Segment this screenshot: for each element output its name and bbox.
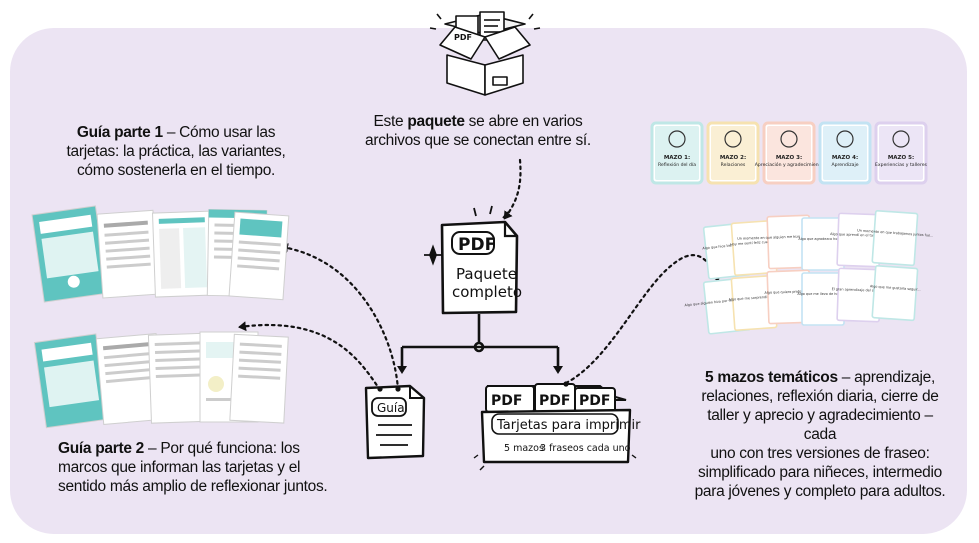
- arrow-text-to-package: [503, 158, 522, 220]
- magnifier-icon: [836, 130, 854, 148]
- deck-cover-subtitle-4: Aprendizaje: [831, 162, 858, 168]
- leaf-icon: [780, 130, 798, 148]
- guide1-text: Guía parte 1 – Cómo usar las tarjetas: l…: [60, 123, 292, 180]
- deck-cover-title-4: MAZO 4:: [832, 155, 858, 161]
- deck-cover-subtitle-1: Reflexión del día: [658, 161, 696, 168]
- box-pdf-label: PDF: [454, 33, 472, 42]
- sample-card: Algo que me llevo de hoy es...: [797, 272, 849, 326]
- decks-line6: para jóvenes y completo para adultos.: [694, 483, 946, 500]
- sample-cards: Algo que hice bien hoy fue...Hoy me sent…: [684, 210, 933, 335]
- sample-card-text: Algo que hice bien hoy fue...: [702, 241, 751, 250]
- guide2-pages: [33, 331, 289, 429]
- deck-cover-1: MAZO 1:Reflexión del día: [650, 121, 704, 185]
- guide1-line2: tarjetas: la práctica, las variantes,: [66, 143, 286, 160]
- arrow-guide-to-guide2: [238, 321, 382, 392]
- decks-line4: uno con tres versiones de fraseo:: [710, 445, 930, 462]
- guide2-text: Guía parte 2 – Por qué funciona: los mar…: [58, 439, 328, 496]
- deck-cover-3: MAZO 3:Apreciación y agradecimiento: [755, 121, 824, 185]
- deck-cover-subtitle-2: Relaciones: [721, 162, 746, 168]
- folder-sub-left: 5 mazos: [504, 443, 544, 454]
- decks-line2: relaciones, reflexión diaria, cierre de: [701, 388, 939, 405]
- sample-card-text: Un momento en que trabajamos juntos fue.…: [857, 228, 933, 237]
- dotted-arrows: [238, 158, 721, 392]
- package-title-line2: completo: [452, 283, 522, 301]
- folder-pdf-label-1: PDF: [491, 393, 522, 409]
- guide-label: Guía: [377, 401, 405, 415]
- sample-card: Un momento en que trabajamos juntos fue.…: [857, 210, 933, 267]
- decks-line5: simplificado para niñeces, intermedio: [698, 464, 942, 481]
- guide1-line1: – Cómo usar las: [162, 124, 276, 141]
- open-box-icon: PDF: [429, 11, 541, 96]
- cards-folder: PDF PDF PDF Tarjetas para imprimir 5 maz…: [473, 383, 641, 471]
- arrow-guide-to-guide1: [280, 243, 400, 392]
- sample-card-text: Algo que me gustaría seguir...: [870, 284, 921, 292]
- intro-line2: archivos que se conectan entre sí.: [365, 132, 591, 149]
- folder-pdf-label-2: PDF: [539, 393, 570, 409]
- cloud-icon: [724, 130, 742, 148]
- intro-text: Este paquete se abre en varios archivos …: [360, 112, 596, 150]
- sample-card-text: El gran aprendizaje del día fue...: [832, 287, 887, 293]
- sample-card-text: Un momento en que alguien me hizo sentir…: [737, 233, 840, 241]
- arrow-folder-to-cards: [564, 254, 721, 385]
- sample-card-text: Algo que agradezco hoy es...: [798, 237, 847, 241]
- sample-card: Hoy me sentí feliz cuando...: [730, 219, 778, 276]
- decks-line1: – aprendizaje,: [837, 369, 935, 386]
- deck-cover-subtitle-3: Apreciación y agradecimiento: [755, 161, 824, 168]
- deck-cover-title-1: MAZO 1:: [664, 155, 690, 161]
- sample-card-text: Algo que me sorprendió fue...: [728, 294, 779, 302]
- intro-suffix: se abre en varios: [464, 113, 583, 130]
- guide1-pages: [31, 205, 290, 303]
- intro-bold: paquete: [407, 113, 465, 130]
- sample-card: Algo que me gustaría seguir...: [870, 265, 921, 322]
- folder-sub-right: 3 fraseos cada uno: [540, 443, 631, 454]
- guide-document: Guía: [364, 384, 426, 460]
- deck-cover-2: MAZO 2:Relaciones: [706, 121, 760, 185]
- sample-card: Algo que me sorprendió fue...: [728, 274, 779, 331]
- sample-card-text: Algo que aprendí en el taller fue...: [830, 232, 888, 238]
- folder-title: Tarjetas para imprimir: [496, 418, 641, 433]
- sample-card-text: Algo que me llevo de hoy es...: [797, 292, 848, 296]
- sample-card-text: Algo que quiero probar fue...: [764, 289, 813, 295]
- gear-icon: [892, 130, 910, 148]
- sun-icon: [668, 130, 686, 148]
- intro-prefix: Este: [373, 113, 408, 130]
- deck-cover-5: MAZO 5:Experiencias y talleres: [874, 121, 928, 185]
- deck-cover-4: MAZO 4:Aprendizaje: [818, 121, 872, 185]
- decks-bold: 5 mazos temáticos: [705, 369, 838, 386]
- sample-card-text: Hoy me sentí feliz cuando...: [730, 239, 777, 246]
- deck-cover-title-2: MAZO 2:: [720, 155, 746, 161]
- package-title-line1: Paquete: [456, 265, 517, 283]
- guide1-line3: cómo sostenerla en el tiempo.: [76, 162, 276, 179]
- guide2-line3: sentido más amplio de reflexionar juntos…: [58, 478, 328, 495]
- decks-line3: taller y aprecio y agradecimiento – cada: [707, 407, 933, 443]
- folder-pdf-label-3: PDF: [579, 393, 610, 409]
- guide2-line2: marcos que informan las tarjetas y el: [58, 459, 301, 476]
- tree-connector: [397, 314, 563, 374]
- package-pdf-label: PDF: [458, 235, 496, 255]
- decks-text: 5 mazos temáticos – aprendizaje, relacio…: [690, 368, 950, 501]
- deck-cover-title-5: MAZO 5:: [888, 155, 914, 161]
- package-pdf-document: PDF Paquete completo: [424, 205, 522, 315]
- guide2-bold: Guía parte 2: [58, 440, 144, 457]
- deck-cover-subtitle-5: Experiencias y talleres: [875, 162, 928, 168]
- deck-cover-title-3: MAZO 3:: [776, 155, 802, 161]
- sample-card: Algo que quiero probar fue...: [764, 269, 813, 325]
- guide1-bold: Guía parte 1: [76, 124, 163, 141]
- guide2-line1: – Por qué funciona: los: [144, 440, 300, 457]
